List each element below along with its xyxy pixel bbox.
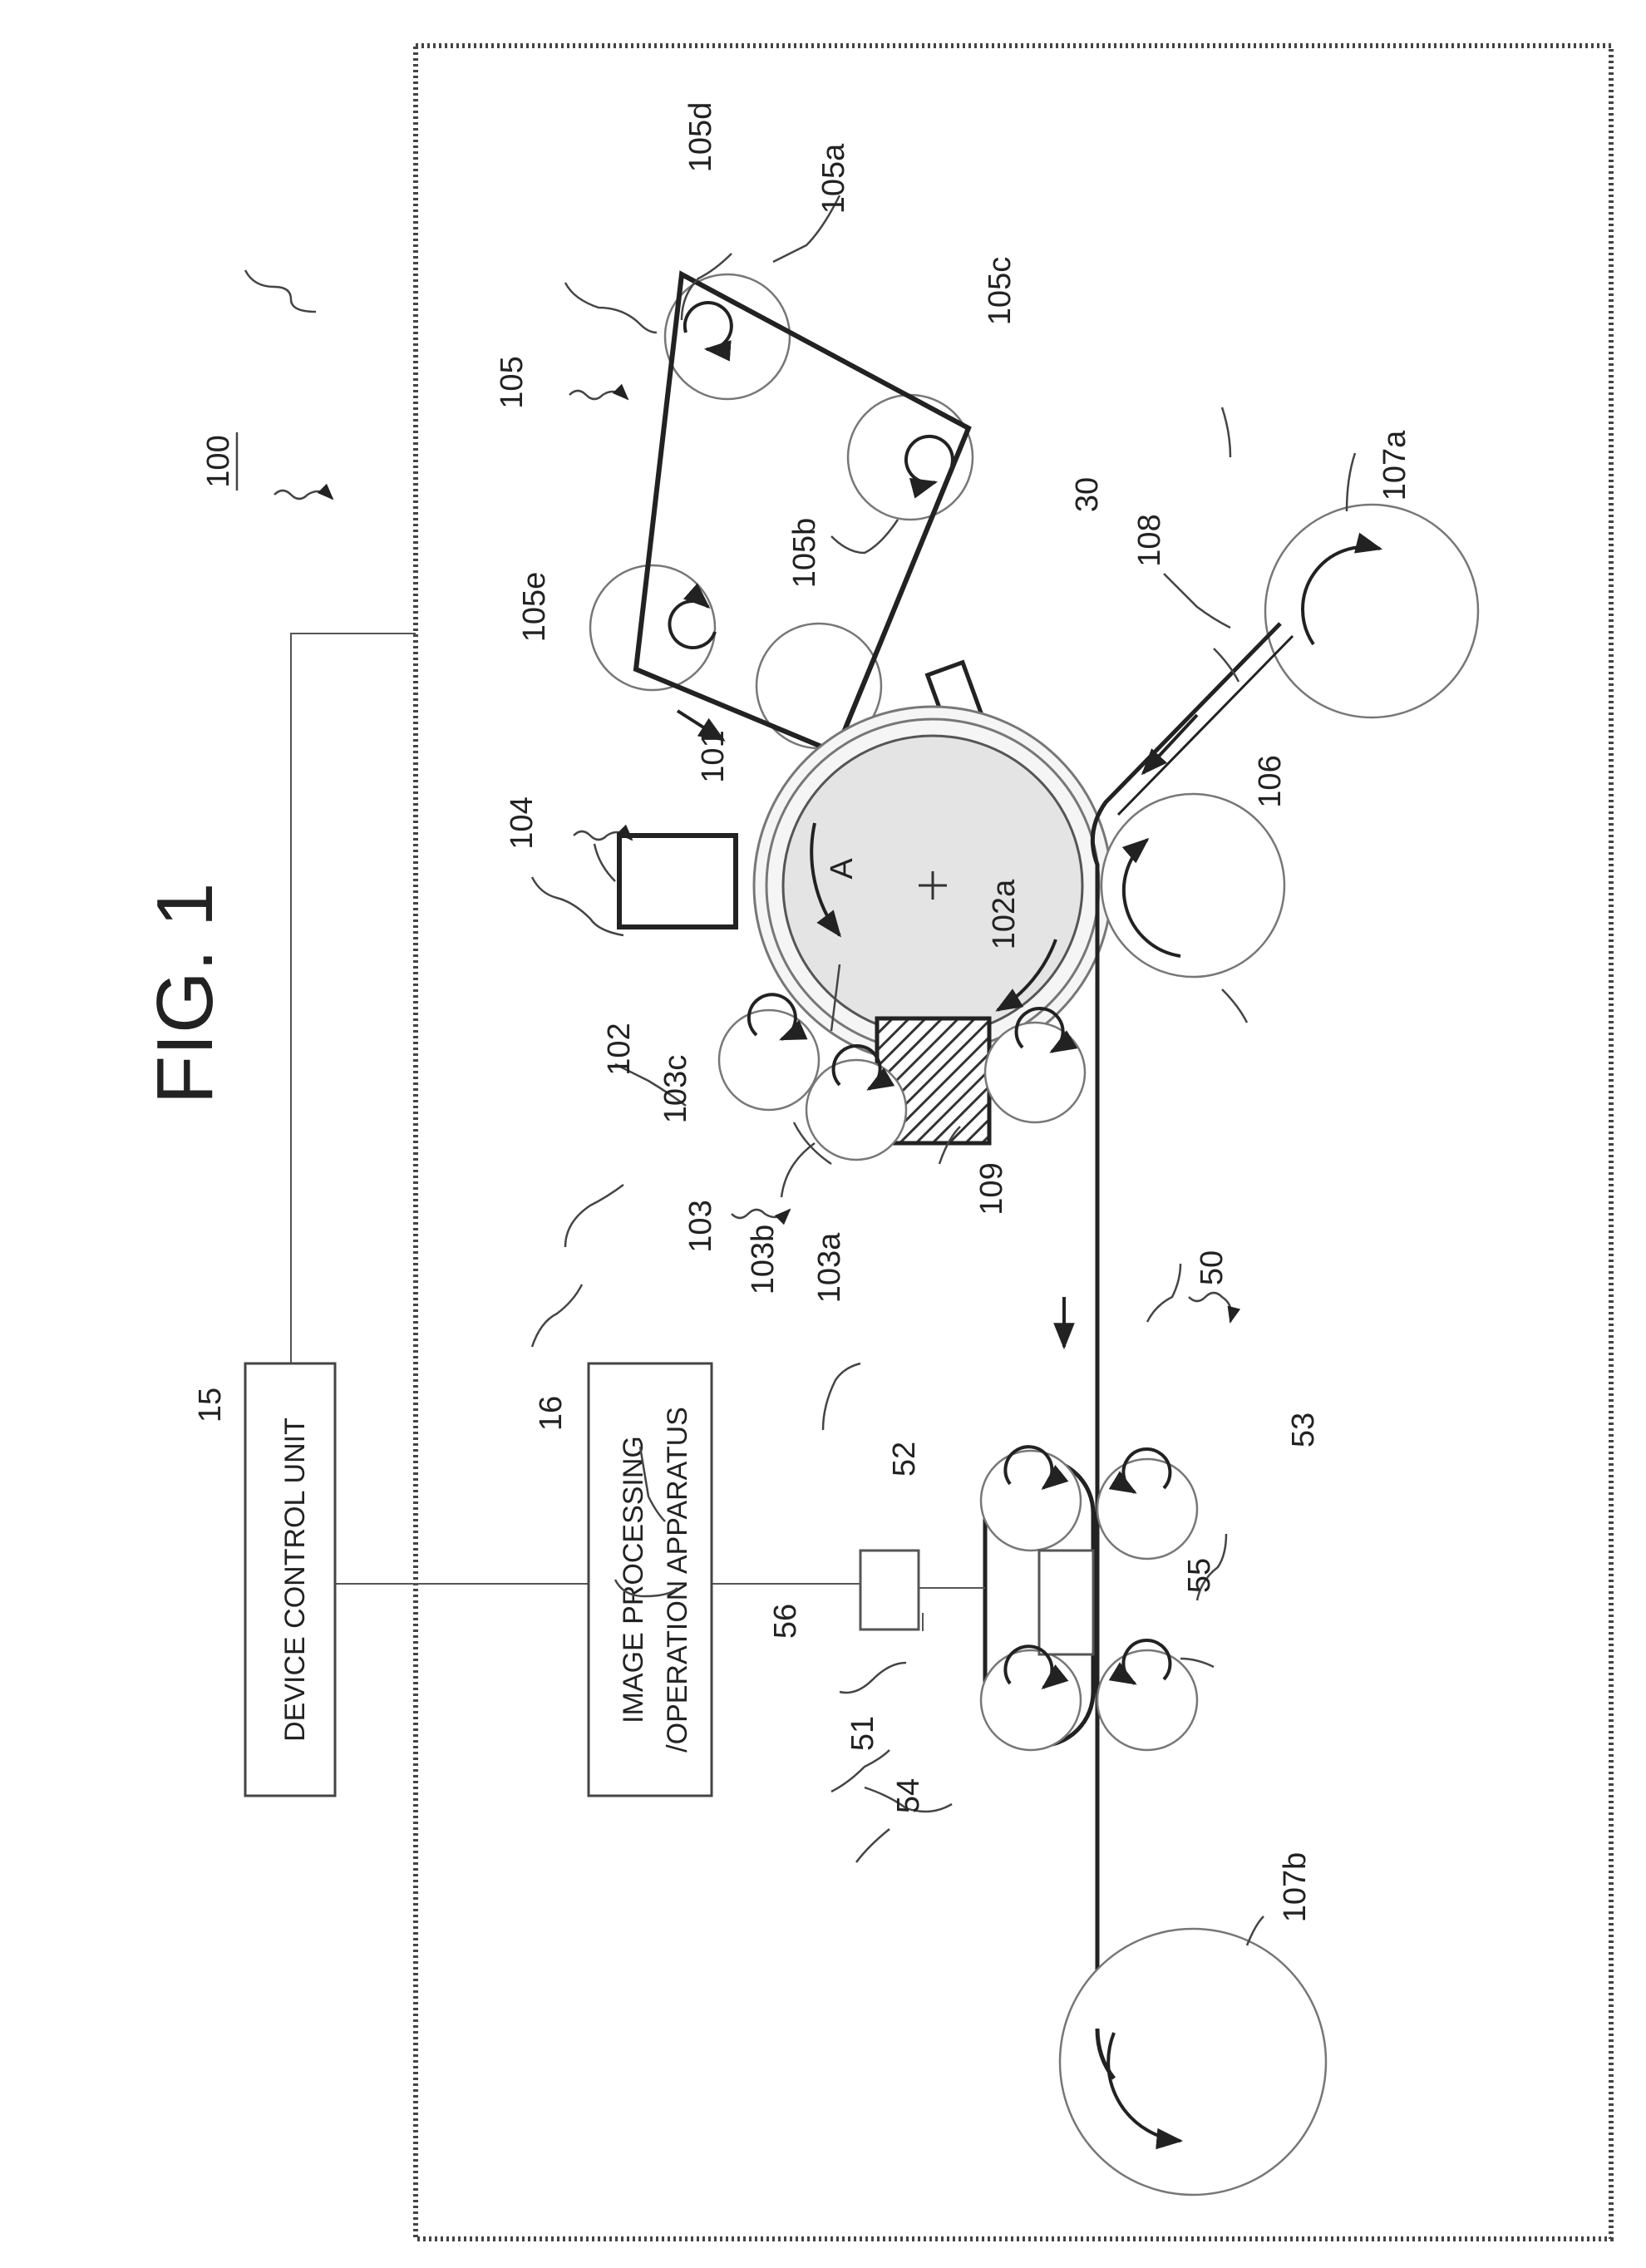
label-105a: 105a: [816, 143, 851, 214]
label-104: 104: [505, 796, 540, 849]
label-105d: 105d: [683, 102, 718, 173]
label-108: 108: [1132, 514, 1167, 566]
label-107b: 107b: [1278, 1852, 1313, 1923]
label-15: 15: [193, 1388, 228, 1422]
label-a: A: [825, 858, 860, 880]
label-109: 109: [974, 1162, 1009, 1215]
apparatus-frame: [416, 46, 1611, 2239]
label-51: 51: [845, 1716, 880, 1751]
label-107a: 107a: [1377, 430, 1412, 500]
label-102: 102: [602, 1023, 637, 1075]
label-105b: 105b: [787, 518, 822, 589]
label-101: 101: [696, 730, 731, 782]
drum-assembly: [754, 707, 1111, 1064]
label-103b: 103b: [746, 1225, 781, 1295]
label-103: 103: [683, 1200, 718, 1252]
device-control-unit-box: DEVICE CONTROL UNIT: [245, 1363, 335, 1796]
label-50: 50: [1195, 1250, 1230, 1285]
reference-labels: 100 105 105d 105a 105c 105e 105b 30 108 …: [193, 102, 1412, 1923]
exposure-unit: [619, 836, 736, 927]
svg-text:DEVICE CONTROL UNIT: DEVICE CONTROL UNIT: [279, 1418, 311, 1742]
label-16: 16: [534, 1396, 569, 1431]
label-105: 105: [495, 356, 530, 408]
label-100: 100: [201, 435, 236, 487]
label-30: 30: [1070, 477, 1105, 512]
label-105c: 105c: [983, 257, 1018, 325]
svg-text:/OPERATION APPARATUS: /OPERATION APPARATUS: [662, 1407, 693, 1753]
label-105e: 105e: [517, 572, 552, 643]
label-103a: 103a: [812, 1232, 847, 1303]
label-102a: 102a: [987, 879, 1022, 949]
label-54: 54: [891, 1778, 926, 1813]
label-55: 55: [1182, 1558, 1217, 1593]
label-103c: 103c: [658, 1055, 693, 1123]
takeup-roll: [1060, 1929, 1326, 2195]
label-106: 106: [1253, 755, 1288, 807]
belt-unit: [590, 274, 973, 777]
label-53: 53: [1286, 1413, 1321, 1447]
figure-title: FIG. 1: [140, 883, 229, 1105]
inspection-unit: [860, 1447, 1197, 1750]
svg-text:FIG. 1: FIG. 1: [140, 883, 229, 1105]
image-processing-box: IMAGE PROCESSING /OPERATION APPARATUS: [589, 1363, 712, 1796]
feed-rollers: [1101, 505, 1478, 977]
label-52: 52: [887, 1442, 922, 1477]
label-56: 56: [768, 1604, 803, 1639]
